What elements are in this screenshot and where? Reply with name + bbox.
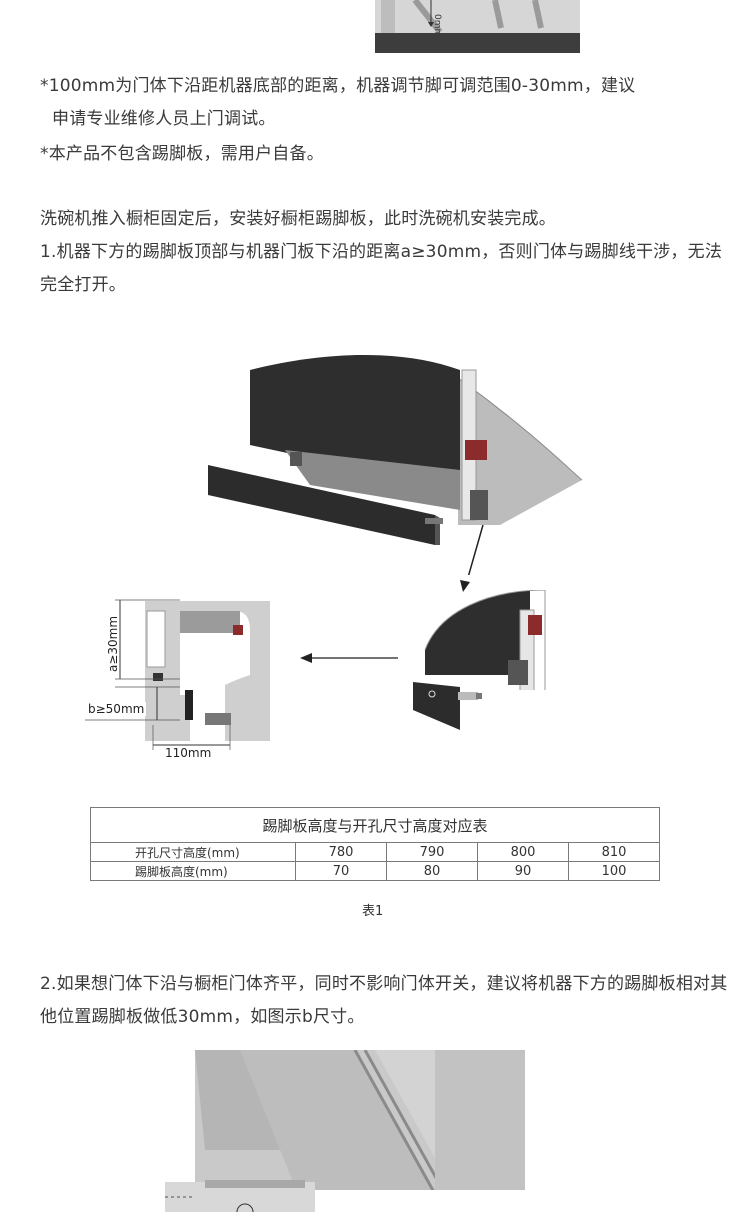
note-adjust-range: *100mm为门体下沿距机器底部的距离，机器调节脚可调范围0-30mm，建议 申… bbox=[40, 70, 720, 136]
table-row: 开孔尺寸高度(mm) 780 790 800 810 bbox=[90, 842, 660, 862]
bottom-cabinet-illustration bbox=[165, 1050, 550, 1212]
dimension-depth-label: 110mm bbox=[165, 746, 212, 760]
item-1-text: 1.机器下方的踢脚板顶部与机器门板下沿的距离a≥30mm，否则门体与踢脚线干涉，… bbox=[40, 242, 723, 295]
table-cell: 810 bbox=[568, 842, 660, 862]
table-caption: 表1 bbox=[362, 904, 384, 919]
table-cell: 790 bbox=[386, 842, 478, 862]
table-row: 踢脚板高度(mm) 70 80 90 100 bbox=[90, 861, 660, 881]
top-illustration-fragment: 0mm bbox=[375, 0, 580, 53]
table-cell: 780 bbox=[295, 842, 387, 862]
kickboard-height-table: 踢脚板高度与开孔尺寸高度对应表 开孔尺寸高度(mm) 780 790 800 8… bbox=[90, 807, 660, 881]
intro-line: 洗碗机推入橱柜固定后，安装好橱柜踢脚板，此时洗碗机安装完成。 bbox=[40, 209, 556, 229]
item-2-text: 2.如果想门体下沿与橱柜门体齐平，同时不影响门体开关，建议将机器下方的踢脚板相对… bbox=[40, 974, 728, 1027]
table-cell: 100 bbox=[568, 861, 660, 881]
install-intro: 洗碗机推入橱柜固定后，安装好橱柜踢脚板，此时洗碗机安装完成。 1.机器下方的踢脚… bbox=[40, 203, 730, 302]
arrow-left-icon bbox=[300, 653, 398, 663]
table-cell: 80 bbox=[386, 861, 478, 881]
note-kickboard-excluded: *本产品不包含踢脚板，需用户自备。 bbox=[40, 144, 324, 164]
table-cell: 70 bbox=[295, 861, 387, 881]
dimension-a-label: a≥30mm bbox=[106, 615, 120, 672]
arrow-to-detail-icon bbox=[460, 580, 470, 592]
row-label: 踢脚板高度(mm) bbox=[90, 861, 296, 881]
note-line-1: *100mm为门体下沿距机器底部的距离，机器调节脚可调范围0-30mm，建议 bbox=[40, 76, 636, 96]
dimension-b-label: b≥50mm bbox=[86, 702, 147, 716]
table-title: 踢脚板高度与开孔尺寸高度对应表 bbox=[90, 807, 660, 843]
top-fragment-label: 0mm bbox=[432, 14, 442, 37]
table-cell: 90 bbox=[477, 861, 569, 881]
row-label: 开孔尺寸高度(mm) bbox=[90, 842, 296, 862]
section-dimension-diagram bbox=[85, 599, 270, 750]
dishwasher-door-illustration bbox=[208, 354, 583, 575]
table-cell: 800 bbox=[477, 842, 569, 862]
detail-zoom-illustration bbox=[413, 590, 546, 730]
note-line-2: 申请专业维修人员上门调试。 bbox=[52, 109, 276, 129]
